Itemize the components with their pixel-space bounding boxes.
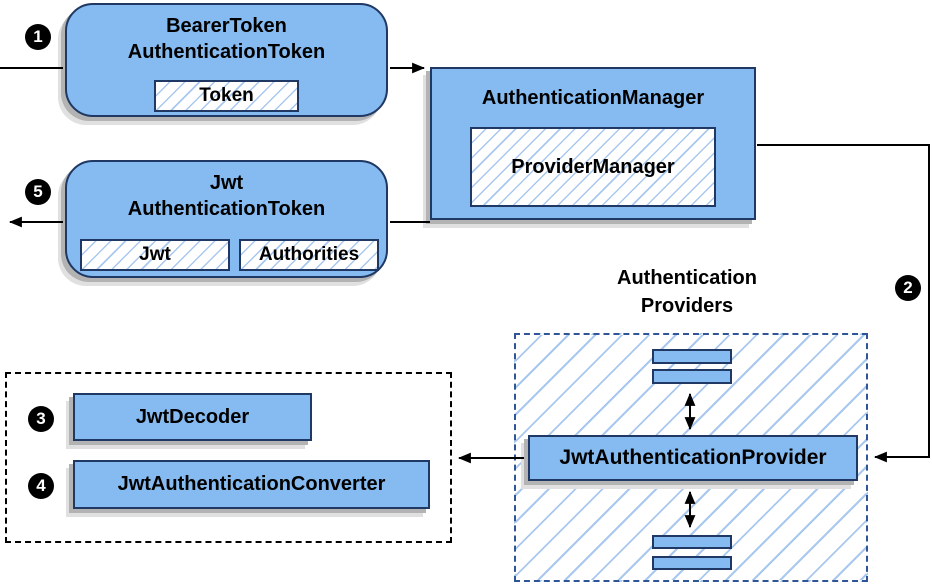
jwt-token-title: Jwt AuthenticationToken — [67, 162, 386, 222]
jwt-decoder-node: JwtDecoder — [73, 393, 312, 441]
authentication-manager-node: AuthenticationManager ProviderManager — [430, 67, 756, 220]
provider-placeholder-bar — [652, 535, 732, 549]
authentication-manager-title: AuthenticationManager — [481, 87, 705, 109]
provider-placeholder-bar — [652, 369, 732, 384]
authorities-inner-box: Authorities — [239, 239, 379, 271]
authentication-providers-heading: Authentication Providers — [537, 264, 837, 320]
authentication-providers-heading-line2: Providers — [640, 295, 734, 317]
bearer-token-title-line1: BearerToken — [166, 15, 287, 37]
provider-manager-inner-box: ProviderManager — [470, 127, 716, 207]
provider-placeholder-bar — [652, 556, 732, 570]
jwt-label: Jwt — [139, 244, 171, 265]
bearer-token-authentication-token-node: BearerToken AuthenticationToken Token — [65, 3, 388, 117]
jwt-token-title-line2: AuthenticationToken — [127, 198, 326, 220]
step-5-badge: 5 — [25, 179, 51, 205]
jwt-authentication-provider-label: JwtAuthenticationProvider — [559, 446, 827, 469]
step-1-badge: 1 — [25, 24, 51, 50]
provider-placeholder-bar — [652, 349, 732, 364]
step-2-badge: 2 — [895, 275, 921, 301]
jwt-inner-box: Jwt — [80, 239, 230, 271]
jwt-authentication-converter-node: JwtAuthenticationConverter — [73, 460, 430, 509]
bearer-token-title: BearerToken AuthenticationToken — [67, 5, 386, 65]
authentication-providers-heading-line1: Authentication — [617, 267, 757, 289]
step-4-badge: 4 — [28, 473, 54, 499]
jwt-decoder-label: JwtDecoder — [135, 406, 250, 428]
token-label: Token — [199, 85, 254, 106]
jwt-token-title-line1: Jwt — [209, 172, 244, 194]
bearer-token-title-line2: AuthenticationToken — [127, 41, 326, 63]
jwt-converters-container — [5, 372, 452, 543]
provider-manager-label: ProviderManager — [511, 155, 675, 178]
jwt-authentication-token-node: Jwt AuthenticationToken Jwt Authorities — [65, 160, 388, 278]
step-3-badge: 3 — [28, 406, 54, 432]
token-inner-box: Token — [154, 80, 299, 112]
jwt-authentication-converter-label: JwtAuthenticationConverter — [117, 473, 386, 495]
authorities-label: Authorities — [258, 244, 360, 265]
jwt-authentication-provider-node: JwtAuthenticationProvider — [528, 435, 858, 481]
